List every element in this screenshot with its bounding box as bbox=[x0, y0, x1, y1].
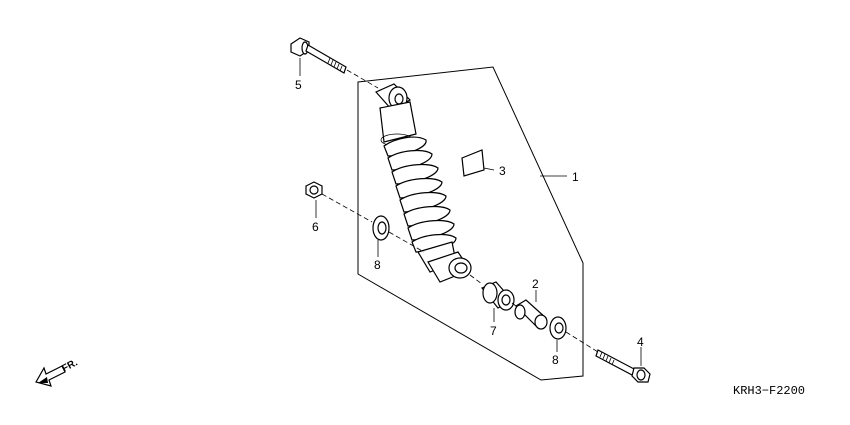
callout-8-right: 8 bbox=[552, 353, 559, 367]
callout-3: 3 bbox=[499, 164, 506, 178]
direction-label: FR. bbox=[60, 357, 80, 374]
callout-1: 1 bbox=[572, 170, 579, 184]
callout-7: 7 bbox=[490, 324, 497, 338]
nut-6 bbox=[305, 181, 323, 199]
callout-2: 2 bbox=[532, 277, 539, 291]
callout-5: 5 bbox=[295, 78, 302, 92]
caution-label-3 bbox=[461, 149, 485, 177]
callout-4: 4 bbox=[637, 335, 644, 349]
callout-6: 6 bbox=[312, 220, 319, 234]
bolt-4 bbox=[595, 349, 651, 383]
diagram-code: KRH3−F2200 bbox=[733, 384, 805, 398]
bearing-8-left bbox=[372, 215, 390, 241]
bearing-8-right bbox=[549, 316, 567, 340]
bolt-5 bbox=[290, 37, 347, 74]
assembly-frame bbox=[357, 66, 584, 381]
collar-2 bbox=[514, 299, 548, 330]
front-direction-arrow: FR. bbox=[35, 357, 80, 387]
spring bbox=[383, 136, 457, 253]
bushing-7 bbox=[481, 281, 515, 311]
shock-absorber bbox=[375, 83, 472, 283]
callout-8-left: 8 bbox=[374, 258, 381, 272]
